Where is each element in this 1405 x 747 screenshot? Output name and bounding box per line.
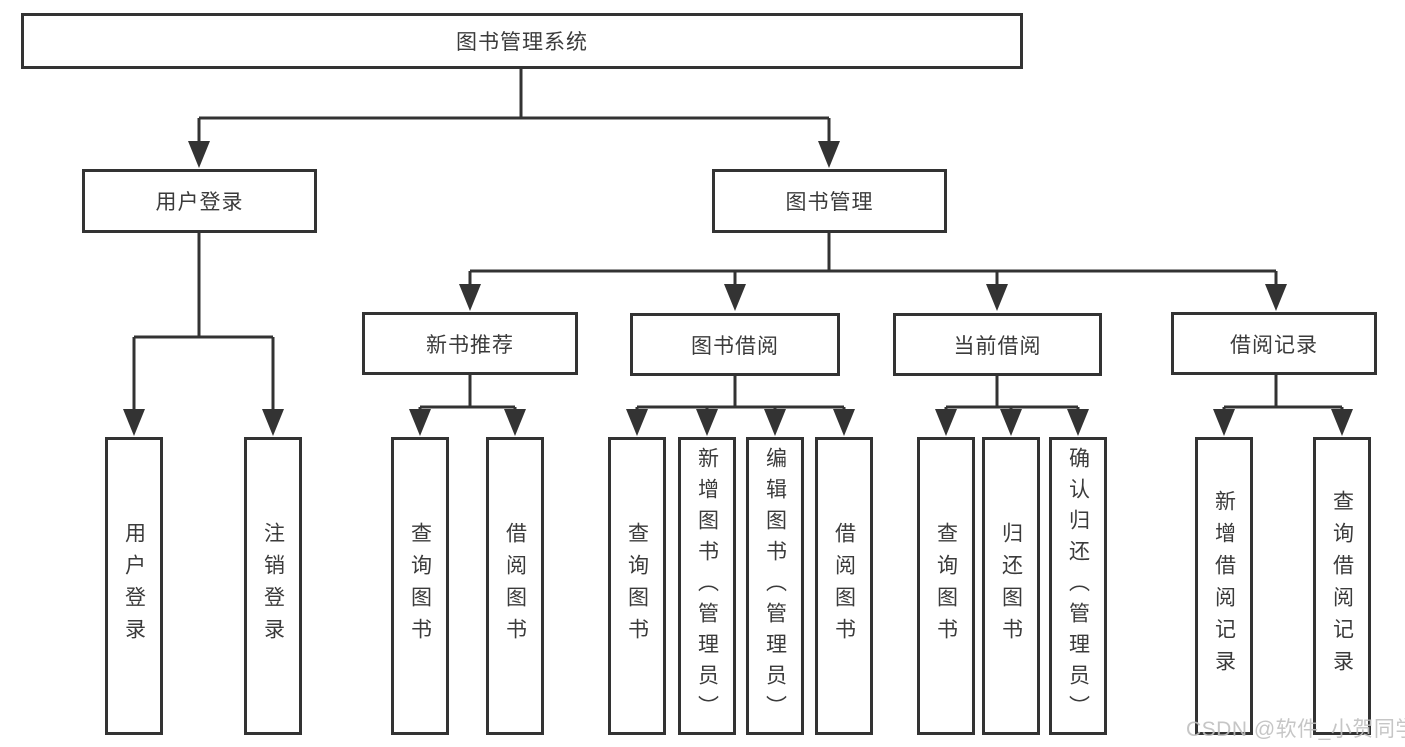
leaf-current-confirm-return-admin: 确认归还（管理员） — [1049, 437, 1107, 735]
leaf-borrow-borrow-book: 借阅图书 — [815, 437, 873, 735]
leaf-record-add: 新增借阅记录 — [1195, 437, 1253, 735]
leaf-borrow-query-book: 查询图书 — [608, 437, 666, 735]
node-current-borrow: 当前借阅 — [893, 313, 1102, 376]
node-book-management: 图书管理 — [712, 169, 947, 233]
leaf-current-return-book: 归还图书 — [982, 437, 1040, 735]
leaf-borrow-edit-book-admin: 编辑图书（管理员） — [746, 437, 804, 735]
leaf-logout: 注销登录 — [244, 437, 302, 735]
node-borrow-record: 借阅记录 — [1171, 312, 1377, 375]
node-new-book-recommend: 新书推荐 — [362, 312, 578, 375]
leaf-recommend-query-book: 查询图书 — [391, 437, 449, 735]
leaf-recommend-borrow-book: 借阅图书 — [486, 437, 544, 735]
csdn-watermark: CSDN @软件_小贺同学 — [1186, 718, 1405, 741]
leaf-borrow-add-book-admin: 新增图书（管理员） — [678, 437, 736, 735]
leaf-user-login: 用户登录 — [105, 437, 163, 735]
leaf-current-query-book: 查询图书 — [917, 437, 975, 735]
node-user-login: 用户登录 — [82, 169, 317, 233]
node-root-system: 图书管理系统 — [21, 13, 1023, 69]
node-book-borrow: 图书借阅 — [630, 313, 840, 376]
leaf-record-query: 查询借阅记录 — [1313, 437, 1371, 735]
